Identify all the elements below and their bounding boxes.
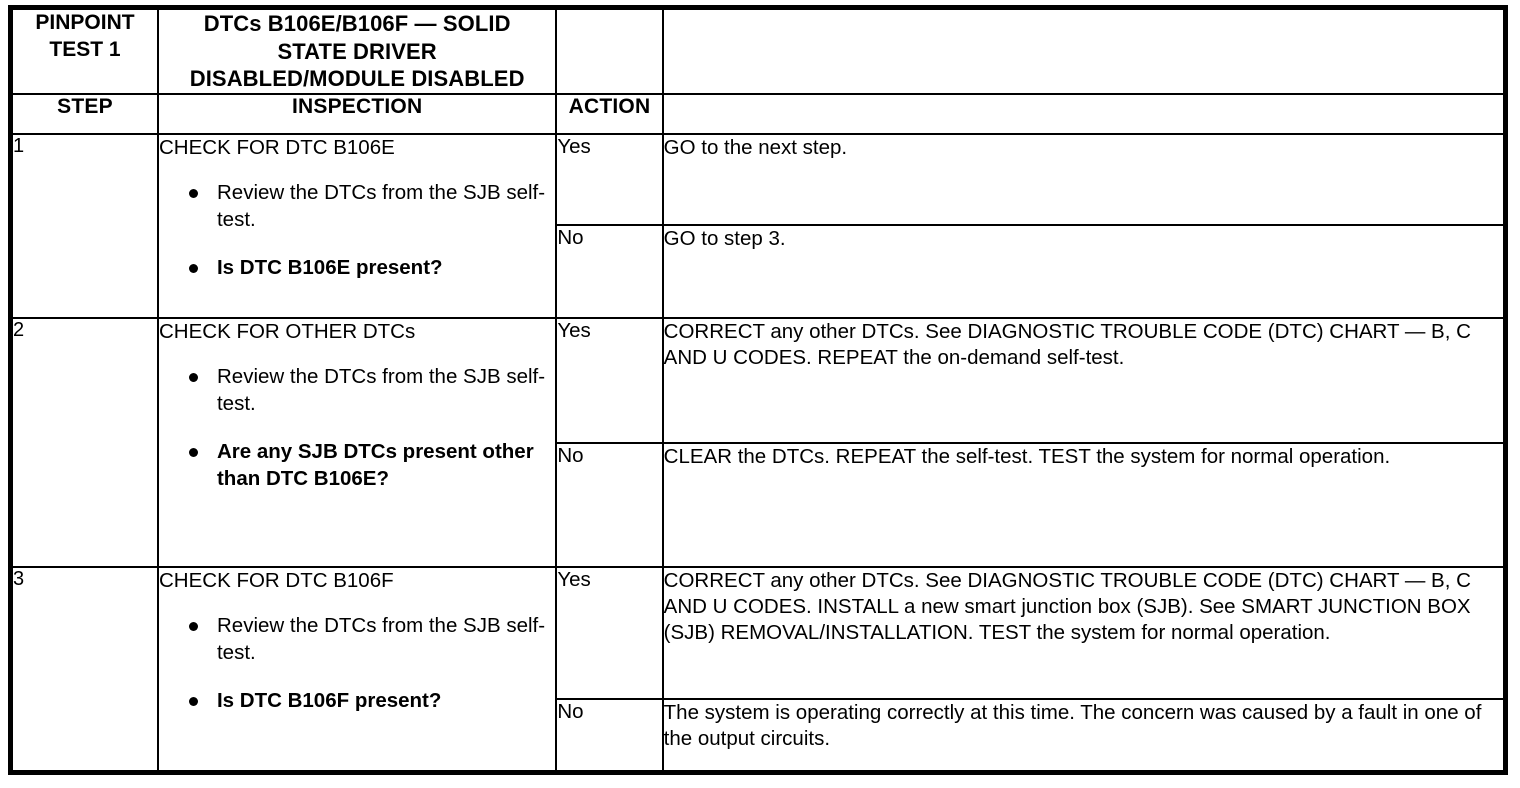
result-paragraph: GO to step 3. bbox=[663, 227, 786, 251]
inspection-title: CHECK FOR DTC B106F bbox=[158, 569, 394, 593]
list-item-label: Is DTC B106F present? bbox=[216, 689, 442, 713]
header-blank-action bbox=[555, 6, 664, 96]
result-text: CORRECT any other DTCs. See DIAGNOSTIC T… bbox=[661, 566, 1507, 701]
bullet-icon bbox=[188, 189, 198, 199]
list-item-label: Review the DTCs from the SJB self-test. bbox=[216, 614, 546, 664]
test-title-line1: DTCs B106E/B106F — SOLID bbox=[203, 11, 511, 36]
pinpoint-label-line2: TEST 1 bbox=[49, 37, 121, 61]
header-blank-result bbox=[661, 6, 1507, 96]
bullet-icon bbox=[188, 622, 198, 632]
list-item: Review the DTCs from the SJB self-test. bbox=[159, 364, 555, 417]
list-item-label: Review the DTCs from the SJB self-test. bbox=[216, 181, 546, 231]
table-row: 1 CHECK FOR DTC B106E Review the DTCs fr… bbox=[9, 133, 1507, 320]
pinpoint-test-label: PINPOINT TEST 1 bbox=[9, 6, 159, 96]
column-header-inspection: INSPECTION bbox=[156, 93, 558, 136]
inspection-title: CHECK FOR DTC B106E bbox=[158, 136, 395, 160]
step-number: 3 bbox=[9, 566, 159, 774]
table-row: No CLEAR the DTCs. REPEAT the self-test.… bbox=[11, 442, 1507, 569]
table-row: 2 CHECK FOR OTHER DTCs Review the DTCs f… bbox=[9, 317, 1507, 569]
bullet-icon bbox=[188, 448, 198, 458]
result-text: CORRECT any other DTCs. See DIAGNOSTIC T… bbox=[661, 317, 1507, 445]
test-title-line3: DISABLED/MODULE DISABLED bbox=[189, 66, 525, 92]
list-item: Review the DTCs from the SJB self-test. bbox=[159, 180, 555, 233]
result-text: GO to step 3. bbox=[661, 224, 1507, 320]
action-yes: Yes bbox=[555, 317, 664, 445]
list-item: Review the DTCs from the SJB self-test. bbox=[159, 613, 555, 666]
table-header-row: PINPOINT TEST 1 DTCs B106E/B106F — SOLID… bbox=[9, 6, 1507, 96]
inspection-bullet-list: Review the DTCs from the SJB self-test. … bbox=[159, 180, 555, 282]
result-paragraph: CLEAR the DTCs. REPEAT the self-test. TE… bbox=[663, 445, 1391, 469]
inspection-cell: CHECK FOR OTHER DTCs Review the DTCs fro… bbox=[156, 317, 558, 569]
result-paragraph: GO to the next step. bbox=[663, 136, 848, 160]
bullet-icon bbox=[188, 373, 198, 383]
inspection-bullet-list: Review the DTCs from the SJB self-test. … bbox=[159, 364, 555, 493]
pinpoint-test-table: PINPOINT TEST 1 DTCs B106E/B106F — SOLID… bbox=[8, 5, 1508, 776]
result-paragraph: The system is operating correctly at thi… bbox=[663, 701, 1482, 751]
table-row: No The system is operating correctly at … bbox=[11, 698, 1507, 774]
result-paragraph: CORRECT any other DTCs. See DIAGNOSTIC T… bbox=[663, 320, 1471, 370]
action-no: No bbox=[555, 224, 664, 320]
table-row: No GO to step 3. bbox=[11, 224, 1507, 320]
pinpoint-label-line1: PINPOINT bbox=[35, 11, 135, 34]
action-no: No bbox=[555, 698, 664, 774]
list-item: Are any SJB DTCs present other than DTC … bbox=[159, 439, 555, 492]
action-no: No bbox=[555, 442, 664, 569]
table-row: 3 CHECK FOR DTC B106F Review the DTCs fr… bbox=[9, 566, 1507, 774]
column-header-action: ACTION bbox=[555, 93, 664, 136]
list-item-label: Is DTC B106E present? bbox=[216, 256, 443, 280]
inspection-title: CHECK FOR OTHER DTCs bbox=[158, 320, 416, 344]
result-text: GO to the next step. bbox=[661, 133, 1507, 227]
result-text: CLEAR the DTCs. REPEAT the self-test. TE… bbox=[661, 442, 1507, 569]
action-yes: Yes bbox=[555, 133, 664, 227]
list-item: Is DTC B106F present? bbox=[159, 688, 555, 715]
inspection-cell: CHECK FOR DTC B106E Review the DTCs from… bbox=[156, 133, 558, 320]
column-header-row: STEP INSPECTION ACTION bbox=[9, 93, 1507, 136]
test-title-line2: STATE DRIVER bbox=[277, 38, 437, 64]
list-item-label: Review the DTCs from the SJB self-test. bbox=[216, 365, 546, 415]
bullet-icon bbox=[188, 264, 198, 274]
bullet-icon bbox=[188, 697, 198, 707]
column-header-result bbox=[661, 93, 1507, 136]
action-yes: Yes bbox=[555, 566, 664, 701]
list-item: Is DTC B106E present? bbox=[159, 255, 555, 282]
inspection-bullet-list: Review the DTCs from the SJB self-test. … bbox=[159, 613, 555, 715]
inspection-cell: CHECK FOR DTC B106F Review the DTCs from… bbox=[156, 566, 558, 774]
test-title: DTCs B106E/B106F — SOLID STATE DRIVER DI… bbox=[156, 6, 558, 96]
column-header-step: STEP bbox=[9, 93, 159, 136]
list-item-label: Are any SJB DTCs present other than DTC … bbox=[216, 440, 534, 491]
result-paragraph: CORRECT any other DTCs. See DIAGNOSTIC T… bbox=[663, 569, 1471, 645]
result-text: The system is operating correctly at thi… bbox=[661, 698, 1507, 774]
step-number: 2 bbox=[9, 317, 159, 569]
step-number: 1 bbox=[9, 133, 159, 320]
